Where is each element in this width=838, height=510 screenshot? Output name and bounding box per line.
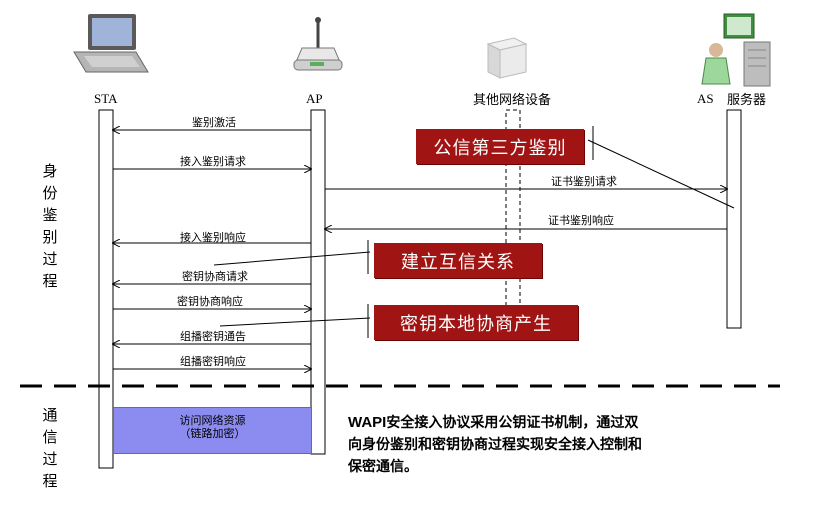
summary-brand: WAPI [348, 414, 387, 431]
summary-line1: 安全接入协议采用公钥证书机制，通过双 [386, 415, 639, 431]
summary-line2: 向身份鉴别和密钥协商过程实现安全接入控制和 [348, 437, 642, 453]
auth-phase-label: 身份鉴别过程 [42, 162, 58, 290]
msg-cert-auth-response: 证书鉴别响应 [548, 214, 614, 227]
comm-box-line2: （链路加密） [179, 427, 246, 440]
server-icon [701, 13, 771, 87]
callout-local-key: 密钥本地协商产生 [374, 305, 578, 340]
sta-label: STA [94, 91, 118, 106]
network-device-icon [486, 37, 528, 79]
ap-lifeline [310, 109, 326, 455]
comm-resource-box: 访问网络资源 （链路加密） [113, 407, 312, 454]
callout-mutual-trust: 建立互信关系 [374, 243, 542, 278]
comm-phase-label: 通信过程 [42, 406, 58, 490]
access-point-icon [293, 17, 343, 71]
msg-key-negotiation-response: 密钥协商响应 [177, 295, 243, 308]
callout-trusted-third-party: 公信第三方鉴别 [416, 129, 584, 164]
comm-box-line1: 访问网络资源 [179, 414, 246, 427]
sta-lifeline [98, 109, 114, 469]
ap-label: AP [306, 91, 323, 106]
msg-cert-auth-request: 证书鉴别请求 [551, 175, 617, 188]
as-label: AS [697, 91, 714, 106]
msg-multicast-key-response: 组播密钥响应 [180, 355, 246, 368]
msg-multicast-key-notice: 组播密钥通告 [180, 330, 246, 343]
msg-access-auth-request: 接入鉴别请求 [180, 155, 246, 168]
msg-auth-activate: 鉴别激活 [192, 116, 236, 129]
summary-line3: 保密通信。 [348, 459, 418, 475]
laptop-icon [73, 14, 149, 73]
other-device-label: 其他网络设备 [473, 93, 552, 108]
msg-key-negotiation-request: 密钥协商请求 [182, 270, 248, 283]
as-lifeline [726, 109, 742, 329]
msg-access-auth-response: 接入鉴别响应 [180, 231, 246, 244]
wapi-summary: WAPI安全接入协议采用公钥证书机制，通过双 向身份鉴别和密钥协商过程实现安全接… [348, 412, 788, 478]
as-server-label: 服务器 [727, 93, 767, 108]
